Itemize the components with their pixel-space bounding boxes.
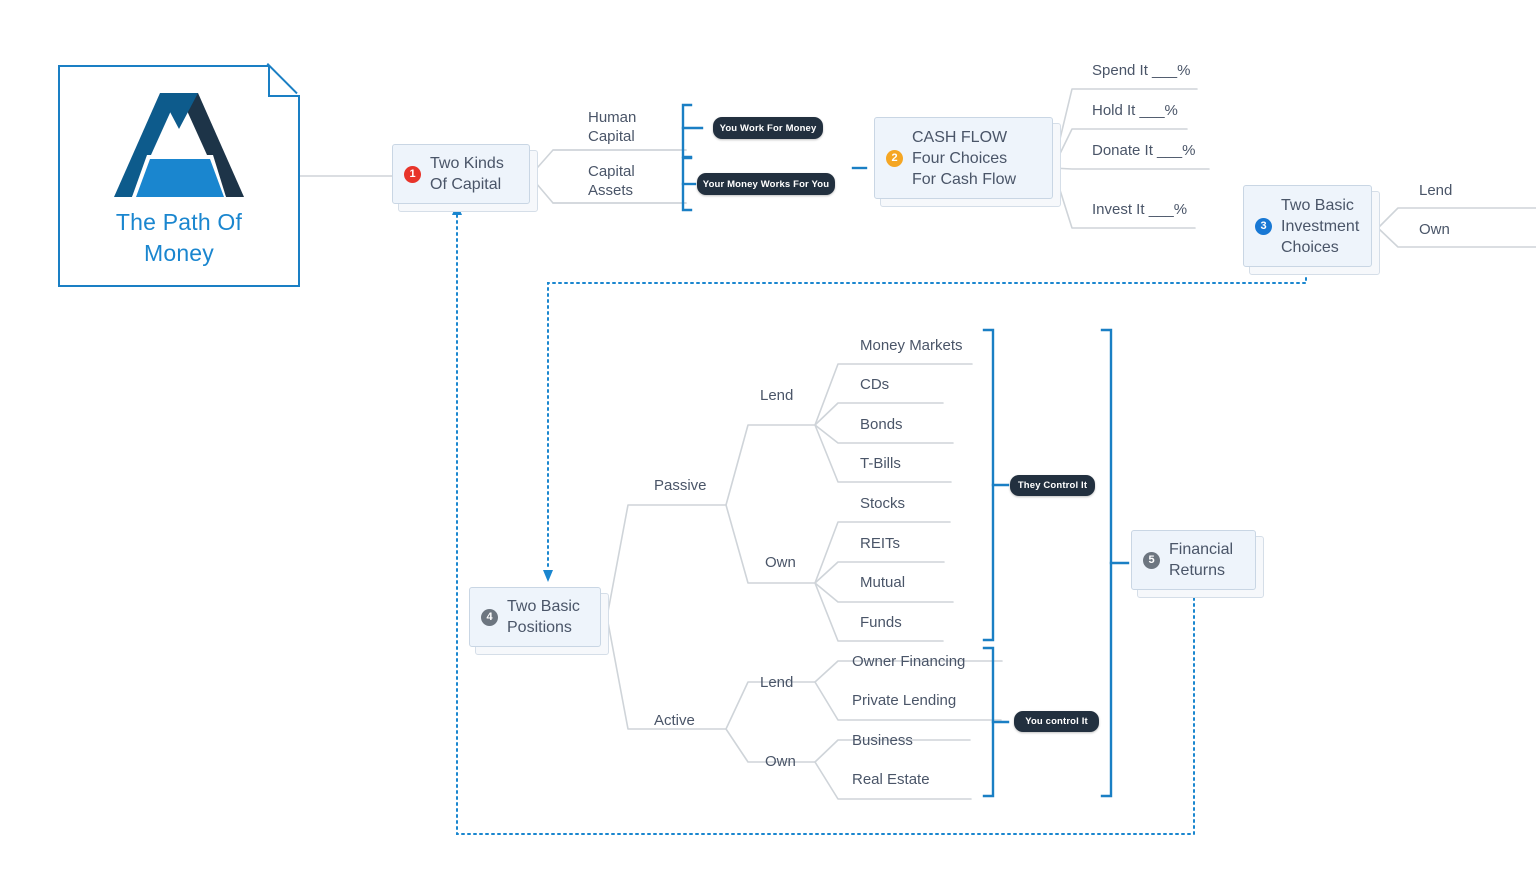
node-3-badge: 3 [1255,217,1272,235]
passive-own-label[interactable]: Own [765,554,796,571]
pill-your-money-works-for-you: Your Money Works For You [697,173,835,195]
branch-passive[interactable]: Passive [654,477,707,494]
choice-hold-it[interactable]: Hold It ___% [1092,102,1178,119]
logo-title-line1: The Path Of [115,209,243,235]
passive-lend-item-bonds[interactable]: Bonds [860,416,903,433]
path-of-money-logo-icon [114,89,244,206]
passive-lend-item-t-bills[interactable]: T-Bills [860,455,901,472]
pill-you-control-it: You control It [1014,711,1099,732]
active-lend-item-owner-financing[interactable]: Owner Financing [852,653,966,670]
passive-own-item-funds[interactable]: Funds [860,614,902,631]
choice-invest-it[interactable]: Invest It ___% [1092,201,1188,218]
node-4-badge: 4 [481,608,498,626]
passive-lend-item-cds[interactable]: CDs [860,376,890,393]
choice-donate-it[interactable]: Donate It ___% [1092,142,1196,159]
logo-title-line2: Money [143,240,215,266]
investment-choice-lend[interactable]: Lend [1419,182,1453,199]
passive-lend-label[interactable]: Lend [760,387,794,404]
pill-you-work-for-money: You Work For Money [713,117,823,139]
active-own-item-real-estate[interactable]: Real Estate [852,771,930,788]
node-2-badge: 2 [886,149,903,167]
node-1-badge: 1 [404,165,421,183]
logo-card: The Path Of Money [58,65,300,287]
active-lend-label[interactable]: Lend [760,674,794,691]
passive-own-item-mutual[interactable]: Mutual [860,574,906,591]
passive-lend-item-money-markets[interactable]: Money Markets [860,337,963,354]
passive-own-item-reits[interactable]: REITs [860,535,901,552]
arrow-to-positions [543,570,553,582]
node-5-badge: 5 [1143,551,1160,569]
active-lend-item-private-lending[interactable]: Private Lending [852,692,957,709]
active-own-label[interactable]: Own [765,753,796,770]
active-own-item-business[interactable]: Business [852,732,913,749]
investment-choice-own[interactable]: Own [1419,221,1450,238]
pill-they-control-it: They Control It [1010,475,1095,496]
page-fold-corner [268,65,300,97]
branch-active[interactable]: Active [654,712,695,729]
choice-spend-it[interactable]: Spend It ___% [1092,62,1191,79]
logo-title: The Path Of Money [60,207,298,269]
passive-own-item-stocks[interactable]: Stocks [860,495,906,512]
